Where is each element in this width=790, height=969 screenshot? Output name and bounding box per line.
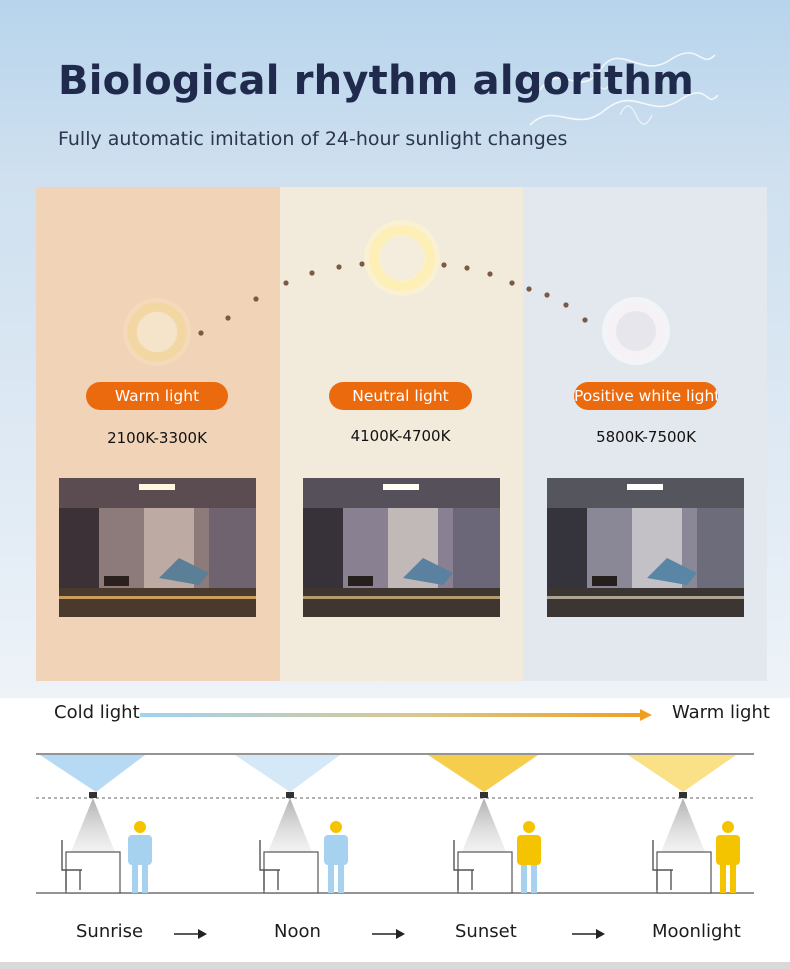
phase-noon: Noon (274, 921, 321, 942)
noon-scene (235, 755, 348, 894)
white-room-photo (547, 478, 744, 617)
neutral-light-badge: Neutral light (329, 382, 472, 410)
positive-white-light-badge: Positive white light (574, 382, 718, 410)
sunset-scene (428, 755, 541, 894)
neutral-range: 4100K-4700K (350, 427, 451, 445)
moonlight-scene (628, 755, 740, 894)
warm-light-label: Warm light (672, 702, 770, 723)
arrow-right-icon (572, 929, 605, 939)
temperature-gradient-arrow (140, 709, 652, 721)
arrow-right-icon (174, 929, 207, 939)
phase-sunset: Sunset (455, 921, 517, 942)
warm-range: 2100K-3300K (107, 429, 207, 447)
warm-room-photo (59, 478, 256, 617)
page-title: Biological rhythm algorithm (58, 58, 694, 104)
page-subtitle: Fully automatic imitation of 24-hour sun… (58, 128, 568, 150)
bottom-divider (0, 962, 790, 969)
warm-light-badge: Warm light (86, 382, 228, 410)
script-watermark (529, 52, 719, 126)
cold-light-label: Cold light (54, 702, 140, 723)
neutral-room-photo (303, 478, 500, 617)
arrow-right-icon (372, 929, 405, 939)
white-range: 5800K-7500K (596, 428, 696, 446)
light-phase-diagram (36, 753, 754, 894)
phase-sunrise: Sunrise (76, 921, 144, 942)
sunrise-scene (40, 755, 152, 894)
phase-moonlight: Moonlight (652, 921, 741, 942)
